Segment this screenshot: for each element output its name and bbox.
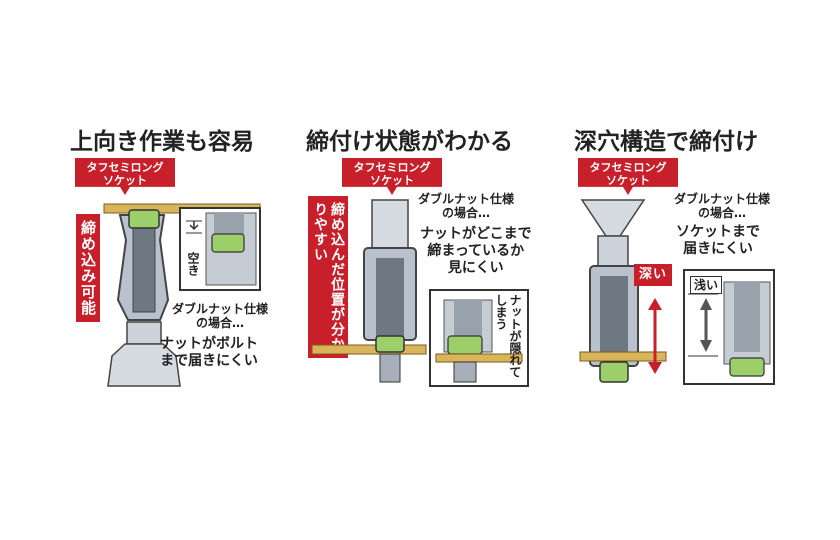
panel2-side-label: 締め込んだ位置が分かりやすい <box>308 196 348 358</box>
panel3-note-small: ダブルナット仕様 の場合… <box>674 192 771 220</box>
panel3-shallow-label: 浅い <box>690 276 723 294</box>
panel3-note-main: ソケットまで 届きにくい <box>676 224 760 257</box>
panel1-note-small: ダブルナット仕様 の場合… <box>172 302 269 330</box>
panel1-title: 上向き作業も容易 <box>70 129 254 155</box>
panel1-note-main: ナットがボルト まで届きにくい <box>160 336 258 369</box>
panel2-inset-label: ナットが隠れてしまう <box>494 294 522 378</box>
panel2-title: 締付け状態がわかる <box>306 129 513 155</box>
panel1-gap-label: 空き <box>186 252 200 276</box>
panel3-deep-label: 深い <box>634 264 673 286</box>
panel1-side-label: 締め込み可能 <box>76 214 100 322</box>
panel2-note-small: ダブルナット仕様 の場合… <box>418 192 515 220</box>
panel2-note-main: ナットがどこまで 締まっているか 見にくい <box>420 226 532 276</box>
panel3-title: 深穴構造で締付け <box>574 129 758 155</box>
